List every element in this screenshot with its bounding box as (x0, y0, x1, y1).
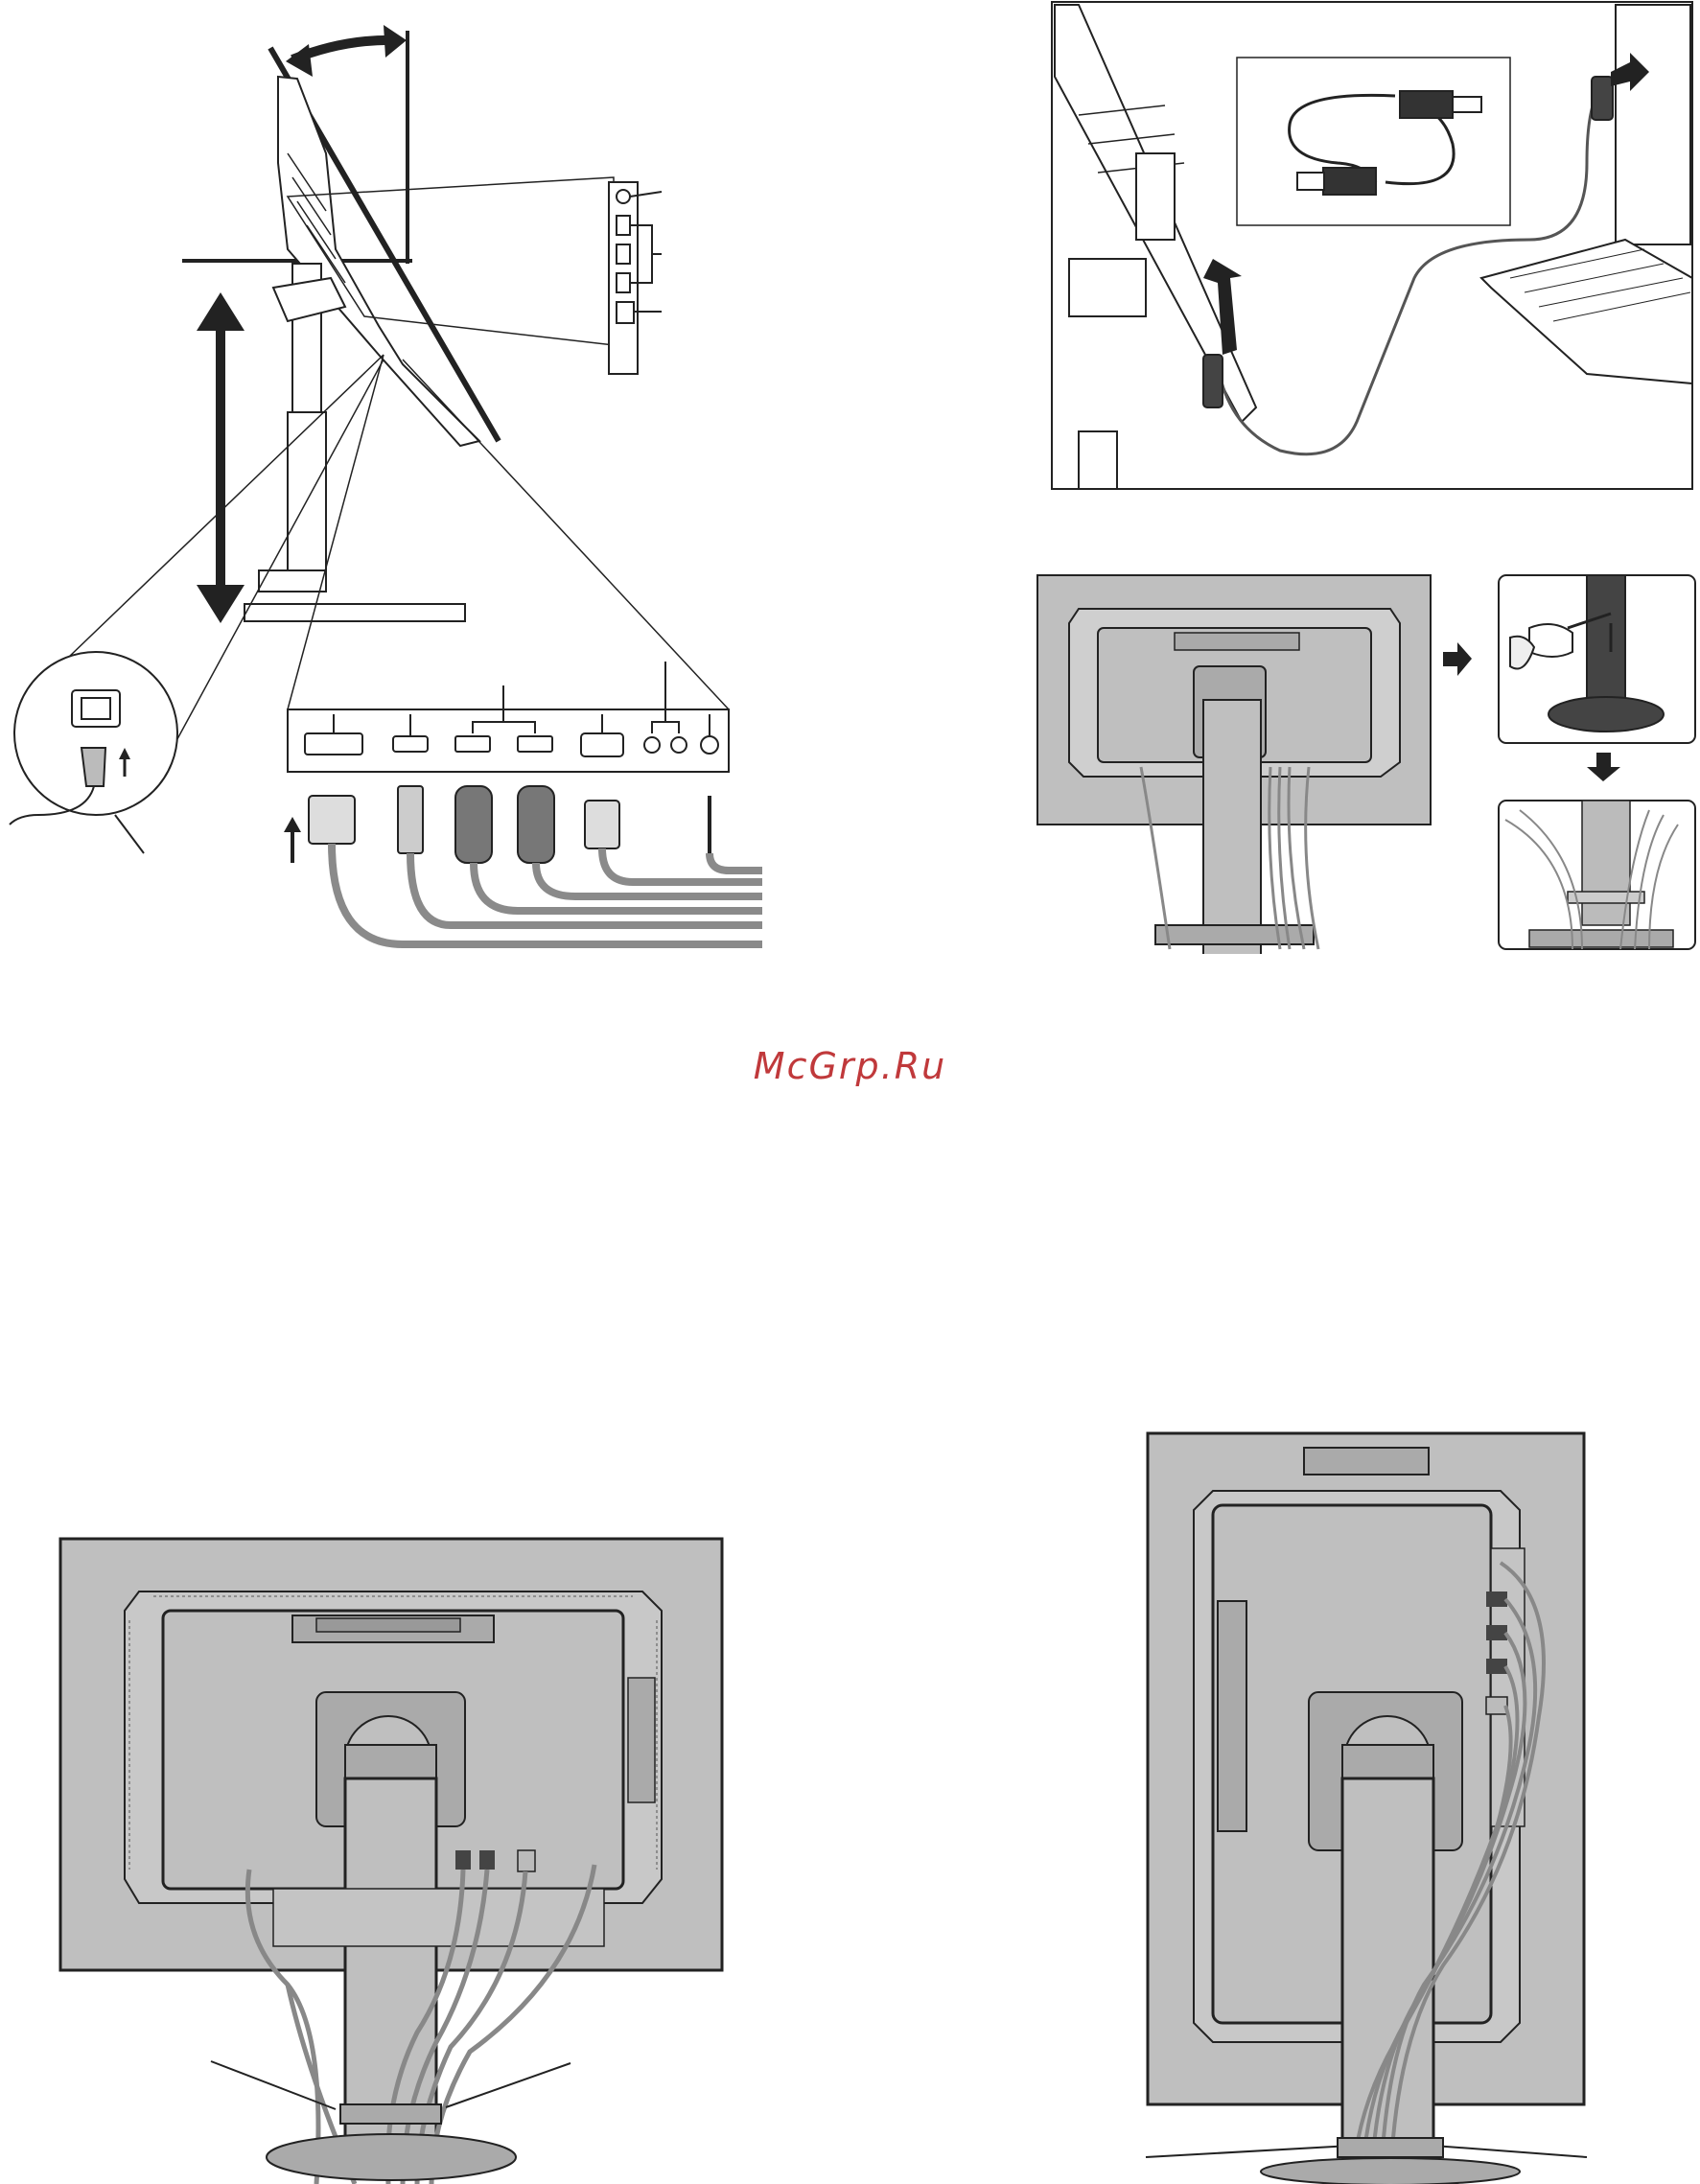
figure-usb-connection (1050, 0, 1697, 494)
monitor-back-portrait (1136, 1429, 1596, 2184)
figure-connections (0, 19, 786, 968)
cable-holder-diagram (1036, 570, 1697, 954)
watermark-text: McGrp.Ru (0, 1045, 1700, 1087)
down-arrow-icon (1587, 753, 1620, 781)
usb-cable-diagram (1050, 0, 1697, 494)
right-arrow-icon (1443, 642, 1472, 676)
height-arrow-icon (197, 292, 245, 623)
figure-portrait-cables (1136, 1429, 1596, 2184)
figure-landscape-cables (58, 1534, 748, 2184)
signal-cables (284, 786, 762, 944)
power-inlet-callout (10, 652, 177, 853)
rear-connector-panel (288, 662, 729, 772)
figure-cable-cover (1036, 570, 1697, 954)
monitor-side-connectors-diagram (0, 19, 786, 968)
monitor-back-landscape (58, 1534, 748, 2184)
